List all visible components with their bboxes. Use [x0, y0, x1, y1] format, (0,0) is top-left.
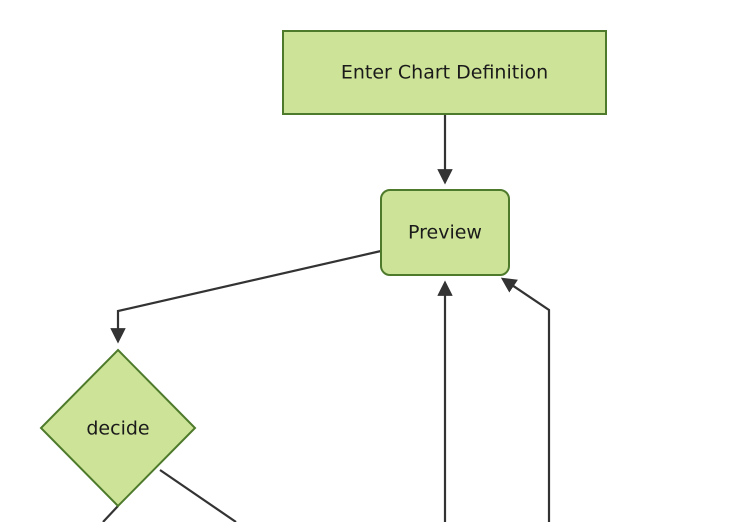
node-decide-label: decide — [86, 418, 149, 440]
node-layer: Enter Chart Definition Preview decide — [39, 30, 607, 508]
edge-bottom-right-to-preview — [500, 277, 551, 522]
node-preview[interactable]: Preview — [380, 189, 510, 276]
node-enter-chart-definition[interactable]: Enter Chart Definition — [282, 30, 607, 115]
node-decide-shape[interactable] — [39, 348, 197, 508]
edge-preview-to-decide — [110, 249, 382, 344]
node-preview-label: Preview — [408, 222, 482, 244]
node-enter-chart-definition-shape[interactable] — [282, 30, 607, 115]
edge-decide-bottom-left — [102, 505, 119, 522]
node-preview-shape[interactable] — [380, 189, 510, 276]
node-enter-chart-definition-label: Enter Chart Definition — [341, 62, 548, 84]
edge-decide-bottom-right — [159, 469, 237, 522]
edge-layer — [102, 114, 551, 522]
node-decide[interactable]: decide — [39, 348, 197, 508]
